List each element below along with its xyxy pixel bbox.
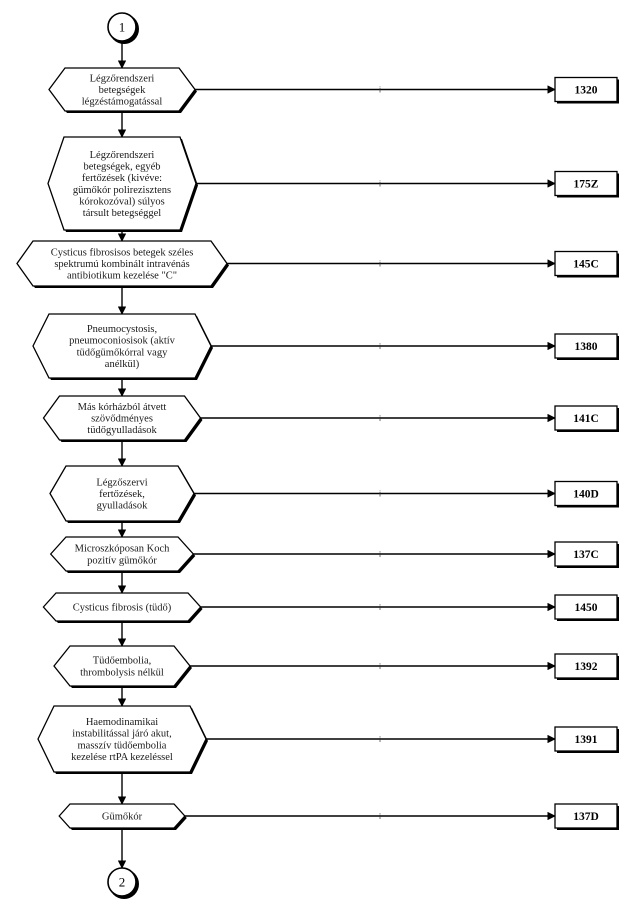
decision-text-line: Légzőszervi [96, 477, 147, 488]
start-connector-label: 1 [119, 20, 126, 35]
decision-text-line: Tüdőembolia, [93, 656, 152, 667]
decision-text-line: Gümőkór [102, 812, 143, 823]
decision-text-line: gyulladások [97, 501, 148, 512]
code-box [554, 594, 618, 620]
decision-text-line: társult betegséggel [83, 208, 162, 219]
end-connector [107, 867, 137, 897]
branch-label: i [379, 86, 381, 95]
decision-text-line: Légzőrendszeri [90, 150, 155, 161]
decision-text-line: kezelése rtPA kezeléssel [71, 752, 173, 763]
decision-text-line: masszív tüdőembolia [78, 740, 167, 751]
decision-text-line: pneumoconiosisok (aktív [69, 336, 176, 347]
code-label: 1391 [575, 734, 598, 746]
decision-text-line: Cysticus fibrosis (tüdő) [73, 603, 172, 614]
decision-step-1: Légzőrendszeribetegségeklégzéstámogatáss… [48, 67, 619, 113]
branch-label: i [379, 550, 381, 559]
code-box [554, 405, 618, 431]
code-label: 175Z [574, 179, 599, 191]
decision-text-line: Pneumocystosis, [87, 324, 157, 335]
branch-label: i [379, 414, 381, 423]
branch-label: i [379, 260, 381, 269]
branch-label: i [379, 342, 381, 351]
decision-step-9: Tüdőembolia,thrombolysis nélkül i 1392 [53, 645, 619, 688]
branch-label: i [379, 735, 381, 744]
branch-label: i [379, 490, 381, 499]
decision-text-line: légzéstámogatással [82, 97, 163, 108]
code-label: 140D [573, 489, 599, 501]
decision-text-line: Cysticus fibrosisos betegek széles [51, 247, 194, 258]
decision-text-line: instabilitással járó akut, [72, 729, 171, 740]
code-label: 1380 [575, 341, 598, 353]
decision-text-line: anélkül) [105, 359, 140, 370]
decision-step-3: Cysticus fibrosisos betegek szélesspektr… [16, 240, 619, 288]
decision-text-line: Légzőrendszeri [90, 73, 155, 84]
code-label: 141C [573, 413, 599, 425]
decision-step-4: Pneumocystosis,pneumoconiosisok (aktívtü… [32, 313, 619, 380]
decision-text-line: pozitív gümőkór [87, 555, 157, 566]
start-connector [107, 12, 137, 42]
decision-text-line: kórokozóval) súlyos [79, 196, 164, 207]
decision-text-line: tüdőgümőkórral vagy [77, 347, 168, 358]
code-box [554, 726, 618, 752]
decision-step-8: Cysticus fibrosis (tüdő) i 1450 [42, 592, 619, 623]
decision-text-line: betegségek [99, 85, 146, 96]
code-box [554, 76, 618, 103]
code-box [554, 170, 618, 197]
decision-text-line: szövődményes [91, 414, 153, 425]
decision-text-line: spektrumú kombinált intravénás [54, 259, 189, 270]
decision-step-11: Gümőkór i 137D [58, 803, 619, 830]
decision-text-line: gümőkór polirezisztens [73, 185, 171, 196]
code-label: 145C [573, 259, 599, 271]
code-label: 1392 [575, 661, 598, 673]
code-box [554, 803, 618, 829]
branch-label: i [379, 603, 381, 612]
code-box [554, 541, 618, 567]
decision-text-line: Más kórházból átvett [78, 402, 167, 413]
decision-step-5: Más kórházból átvettszövődményestüdőgyul… [42, 395, 619, 442]
code-label: 1450 [575, 602, 598, 614]
code-box [554, 333, 618, 359]
decision-text-line: Microszkóposan Koch [75, 544, 171, 555]
branch-label: i [379, 812, 381, 821]
decision-text-line: Haemodinamikai [86, 717, 158, 728]
branch-label: i [379, 662, 381, 671]
code-box [554, 653, 618, 679]
code-box [554, 480, 618, 507]
decision-text-line: fertőzések (kivéve: [82, 173, 162, 184]
decision-text-line: betegségek, egyéb [84, 162, 161, 173]
decision-text-line: tüdőgyulladások [87, 425, 157, 436]
branch-label: i [379, 180, 381, 189]
end-connector-label: 2 [119, 875, 126, 890]
decision-text-line: fertőzések, [99, 489, 145, 500]
code-label: 137D [573, 811, 599, 823]
decision-text-line: thrombolysis nélkül [80, 667, 164, 678]
code-box [554, 250, 618, 277]
code-label: 137C [573, 549, 599, 561]
code-label: 1320 [575, 85, 598, 97]
decision-text-line: antibiotikum kezelése "C" [67, 271, 177, 282]
